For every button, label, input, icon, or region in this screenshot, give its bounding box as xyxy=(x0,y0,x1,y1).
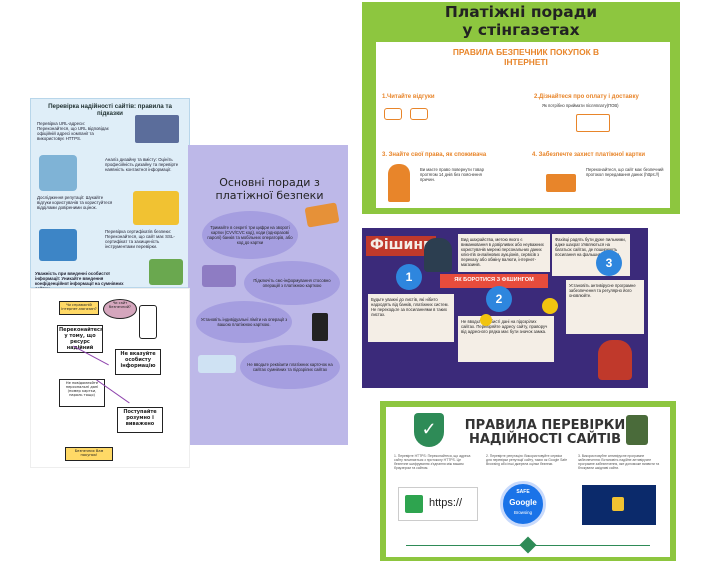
poster6-title: ПРАВИЛА ПЕРЕВІРКИ НАДІЙНОСТІ САЙТІВ xyxy=(464,418,626,447)
smartphone-illustration xyxy=(139,305,157,339)
phishing-title: Фішинг xyxy=(370,237,431,253)
certificate-illustration xyxy=(39,229,77,261)
poster-payment-security-tips: Основні поради з платіжної безпеки Трима… xyxy=(188,145,348,445)
poster4-title-line1: Платіжні поради xyxy=(444,3,598,21)
rule-3: 3. Знайте свої права, як споживача xyxy=(382,152,487,158)
flow-question: Чи сайт безпечний? xyxy=(103,299,137,319)
card-stack-illustration xyxy=(304,202,340,228)
rule-3-note: Ви маєте право повернути товар протягом … xyxy=(420,167,484,182)
poster4-title-line2: у стінгазетах xyxy=(462,20,580,39)
rule-2-note: Як потрібно приймати післяплату(ПОВ) xyxy=(542,103,619,108)
tip-bubble-1: Тримайте в секреті три цифри на звороті … xyxy=(202,211,298,259)
lock-icon xyxy=(405,495,423,513)
ornament-icon xyxy=(519,536,537,554)
smiley-icon xyxy=(480,314,492,326)
chat-bubble-icon xyxy=(410,108,428,120)
tip-bubble-4: Не вводьте реквізити платіжних карточок … xyxy=(240,345,340,389)
poster4-content: ПРАВИЛА БЕЗПЕЧНИК ПОКУПОК В ІНТЕРНЕТІ 1.… xyxy=(376,42,670,208)
padlock-icon xyxy=(626,415,648,445)
phishing-expert-text: Фахівці радять бути дуже пильними, адже … xyxy=(555,237,626,257)
phishing-center-title: ЯК БОРОТИСЯ З ФІШИНГОМ xyxy=(454,277,534,283)
hacker-illustration xyxy=(424,238,452,272)
tip-bubble-2: Підключіть смс-інформування стосовно опе… xyxy=(244,261,340,305)
step-number-2: 2 xyxy=(486,286,512,312)
safe-top: SAFE xyxy=(516,489,530,495)
poster-shopping-flowchart: Чи справжній інтернет-магазин? Чи сайт б… xyxy=(30,288,190,468)
phishing-tip-2-text: Не вводьте особисті дані на підозрілих с… xyxy=(461,319,548,334)
phishing-title-banner xyxy=(366,236,436,256)
flow-step-4: Поступайте розумно і виважено xyxy=(117,407,163,433)
shield-check-icon: ✓ xyxy=(414,413,444,447)
phishing-tip-3: Установіть антивірусне програмне забезпе… xyxy=(566,280,644,334)
phishing-tip-1-text: Будьте уважні до листів, які нібито надх… xyxy=(371,297,449,317)
step-number-1: 1 xyxy=(396,264,422,290)
safe-browsing-badge: SAFE Google Browsing xyxy=(500,481,546,527)
thief-illustration xyxy=(598,340,632,380)
person-icon xyxy=(388,164,410,202)
phishing-tip-3-text: Установіть антивірусне програмне забезпе… xyxy=(569,283,636,298)
safe-bot: Browsing xyxy=(513,510,533,515)
poster6-content: ✓ ПРАВИЛА ПЕРЕВІРКИ НАДІЙНОСТІ САЙТІВ 1.… xyxy=(386,407,670,557)
poster-website-verification: ✓ ПРАВИЛА ПЕРЕВІРКИ НАДІЙНОСТІ САЙТІВ 1.… xyxy=(380,401,676,561)
poster1-section-4: Перевірка сертифікатів безпеки: Перекона… xyxy=(105,229,175,250)
laptop-illustration xyxy=(135,115,179,143)
chat-bubble-icon xyxy=(384,108,402,120)
rule-4: 4. Забезпечте захист платіжної картки xyxy=(532,152,646,158)
poster6-column-1: 1. Перевірте HTTPS: Переконайтеся, що ад… xyxy=(394,454,471,470)
https-label: https:// xyxy=(429,497,463,509)
poster1-section-3: Дослідження репутації: Шукайте відгуки к… xyxy=(37,195,113,211)
hand-card-illustration xyxy=(198,355,236,373)
poster1-section-1: Перевірка URL-адреси: Переконайтеся, що … xyxy=(37,121,109,142)
poster-online-shopping-rules: Платіжні поради у стінгазетах ПРАВИЛА БЕ… xyxy=(362,2,680,214)
rule-4-note: Переконайтеся, що сайт має безпечний про… xyxy=(586,167,664,177)
step-number-1-text: 1 xyxy=(405,270,413,284)
safe-mid: Google xyxy=(509,498,537,507)
bank-card-illustration xyxy=(202,265,236,287)
security-circuit-image xyxy=(582,485,656,525)
phone-illustration xyxy=(312,313,328,341)
phishing-definition: Вид шахрайства, метою якого є виманюванн… xyxy=(458,234,550,272)
reviews-illustration xyxy=(133,191,179,225)
center-banner xyxy=(440,274,548,288)
flow-step-3: Не повідомляйте персональні дані (номер … xyxy=(59,379,105,407)
poster-site-reliability-checks: Перевірка надійності сайтів: правила та … xyxy=(30,98,190,291)
padlock-icon xyxy=(612,497,624,511)
poster6-column-2: 2. Перевірте репутацію: Використовуйте с… xyxy=(486,454,568,466)
rule-1: 1.Читайте відгуки xyxy=(382,94,435,100)
rule-2: 2.Дізнайтеся про оплату і доставку xyxy=(534,94,639,100)
phishing-definition-text: Вид шахрайства, метою якого є виманюванн… xyxy=(461,237,544,267)
flow-start: Чи справжній інтернет-магазин? xyxy=(59,301,99,315)
phishing-tip-2: Не вводьте особисті дані на підозрілих с… xyxy=(458,316,554,362)
step-number-3: 3 xyxy=(596,250,622,276)
credit-card-icon xyxy=(546,174,576,192)
step-number-3-text: 3 xyxy=(605,256,613,270)
people-illustration xyxy=(39,155,77,191)
truck-icon xyxy=(576,114,610,132)
phone-shield-illustration xyxy=(149,259,183,285)
poster4-title: Платіжні поради у стінгазетах xyxy=(362,3,680,40)
poster6-column-3: 3. Використовуйте антивірусне програмне … xyxy=(578,454,660,470)
poster-phishing: Фішинг Вид шахрайства, метою якого є вим… xyxy=(362,228,648,388)
flow-footer: Безпечних Вам покупок! xyxy=(65,447,113,461)
smiley-icon xyxy=(542,298,558,314)
tip-bubble-3: Установіть індивідуальні ліміти на опера… xyxy=(196,301,292,343)
step-number-2-text: 2 xyxy=(495,292,503,306)
poster4-subtitle: ПРАВИЛА БЕЗПЕЧНИК ПОКУПОК В ІНТЕРНЕТІ xyxy=(452,47,600,67)
poster1-title: Перевірка надійності сайтів: правила та … xyxy=(48,103,172,118)
https-badge: https:// xyxy=(398,487,478,521)
flow-step-2: Не вказуйте особисту інформацію xyxy=(115,349,161,375)
poster1-section-2: Аналіз дизайну та вмісту: Оцініть профес… xyxy=(105,157,179,173)
poster2-title: Основні поради з платіжної безпеки xyxy=(215,176,324,202)
phishing-tip-1: Будьте уважні до листів, які нібито надх… xyxy=(368,294,454,342)
